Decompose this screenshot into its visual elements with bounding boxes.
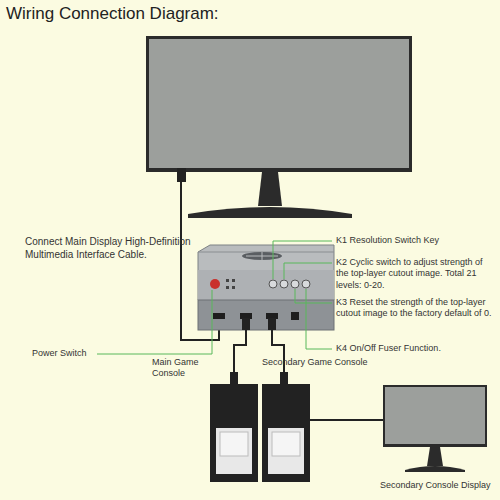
key-callout: K3 Reset the strength of the top-layer c… (336, 297, 494, 320)
part-label: Secondary Console Display (380, 480, 496, 491)
key-k4 (302, 280, 310, 288)
console-cable (234, 330, 246, 372)
key-k1 (269, 280, 277, 288)
key-callout: K2 Cyclic switch to adjust strength of t… (336, 257, 494, 291)
secondary-monitor-screen (385, 387, 485, 444)
power-port (291, 312, 299, 320)
secondary-display-cable (310, 419, 385, 421)
secondary-monitor-bezel (383, 385, 487, 447)
main-monitor-screen (149, 39, 409, 168)
part-label: Main Game Console (152, 357, 232, 380)
key-callout: K1 Resolution Switch Key (336, 235, 494, 246)
part-label: Power Switch (32, 348, 96, 359)
fan-grille (242, 252, 282, 260)
key-k3 (291, 280, 299, 288)
main-monitor-bezel (146, 36, 412, 172)
key-k2 (280, 280, 288, 288)
leader-line (284, 263, 332, 279)
cable-plug (177, 168, 186, 182)
secondary-console-tower (262, 384, 310, 482)
fuser-top-case (198, 245, 334, 300)
part-label: Secondary Game Console (262, 357, 372, 368)
hdmi-port-out (213, 313, 225, 319)
key-callout: K4 On/Off Fuser Function. (336, 343, 494, 354)
diagram-title: Wiring Connection Diagram: (6, 4, 219, 24)
fuser-bottom-case (198, 300, 334, 330)
power-switch (210, 279, 220, 289)
main-monitor-neck (258, 172, 282, 206)
leader-line (97, 290, 212, 354)
leader-line (295, 289, 332, 303)
fuser-front-panel (198, 270, 334, 300)
leader-line (306, 289, 332, 349)
main-monitor-foot (188, 207, 352, 218)
main-console-tower (210, 384, 258, 482)
leader-line (273, 241, 332, 279)
instruction-note: Connect Main Display High-Definition Mul… (25, 236, 215, 261)
